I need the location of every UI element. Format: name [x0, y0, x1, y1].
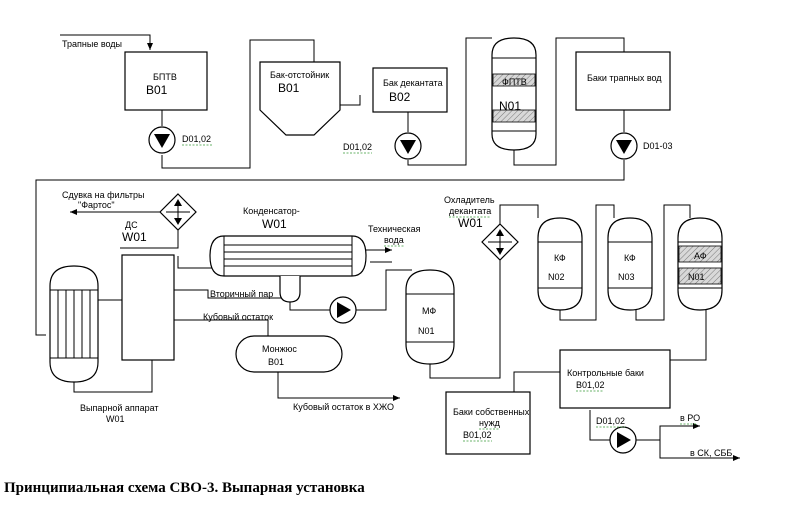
figure-caption: Принципиальная схема СВО-3. Выпарная уст… — [4, 480, 365, 496]
ohlad-2-label: декантата — [449, 206, 491, 216]
pump4-code-label: D01,02 — [596, 416, 625, 426]
tech-water-1-label: Техническая — [368, 224, 421, 234]
sduvka-line1-label: Сдувка на фильтры — [62, 190, 144, 200]
sobst-1-label: Баки собственных — [453, 407, 530, 417]
ohlad-3-label: W01 — [458, 216, 483, 230]
bptv-code-label: В01 — [146, 83, 168, 97]
vyp-app-1-label: Выпарной аппарат — [80, 403, 159, 413]
settling-tank: Бак-отстойник В01 — [259, 61, 341, 136]
control-tanks: Контрольные баки В01,02 — [559, 349, 671, 409]
to-sk-label: в СК, СББ — [690, 448, 732, 458]
kf2-code-label: N03 — [618, 272, 635, 282]
kontrol-1-label: Контрольные баки — [567, 368, 644, 378]
tech-water-2-label: вода — [384, 235, 404, 245]
pump3-code-label: D01-03 — [643, 141, 673, 151]
filter-fptv: ФПТВ N01 — [491, 37, 537, 151]
heat-exchanger-ds-icon — [159, 193, 197, 231]
pump-control-icon: D01,02 — [596, 416, 637, 454]
kontrol-2-label: В01,02 — [576, 380, 605, 390]
filter-af-n01: АФ N01 — [677, 217, 723, 311]
bptv-name-label: БПТВ — [153, 72, 177, 82]
kub-ost-label: Кубовый остаток — [203, 312, 273, 322]
sobst-2-label: нужд — [479, 418, 501, 428]
pump-condensate-icon — [329, 296, 357, 324]
filter-kf-n02: КФ N02 — [537, 217, 583, 311]
bak-dek-code-label: В02 — [389, 90, 411, 104]
filter-kf-n03: КФ N03 — [607, 217, 653, 311]
kond-code-label: W01 — [262, 217, 287, 231]
tank-bptv: БПТВ В01 — [124, 51, 208, 111]
vyp-app-2-label: W01 — [106, 414, 125, 424]
mf-name-label: МФ — [422, 306, 436, 316]
cooler-decantate-icon — [481, 223, 519, 261]
bak-dek-name-label: Бак декантата — [383, 78, 443, 88]
af-name-label: АФ — [694, 251, 707, 261]
vtor-par-label: Вторичный пар — [210, 289, 273, 299]
af-code-label: N01 — [688, 272, 705, 282]
pump-d01-03-icon: D01-03 — [610, 132, 673, 160]
trap-water-in-label: Трапные воды — [62, 39, 122, 49]
filter-mf: МФ N01 — [405, 269, 455, 365]
sduvka-line2-label: "Фартос" — [78, 200, 115, 210]
evaporator-heater — [49, 265, 99, 383]
pump1-code-label: D01,02 — [182, 134, 211, 144]
own-needs-tanks: Баки собственных нужд В01,02 — [445, 391, 531, 455]
kf1-code-label: N02 — [548, 272, 565, 282]
ds-code-label: W01 — [122, 230, 147, 244]
baki-trap-name-label: Баки трапных вод — [587, 73, 662, 83]
kub-ost-zho-label: Кубовый остаток в ХЖО — [293, 402, 394, 412]
bak-otstoy-code-label: В01 — [278, 81, 300, 95]
evaporator-separator — [121, 254, 175, 361]
monjus-name-label: Монжюс — [262, 344, 297, 354]
bak-otstoy-name-label: Бак-отстойник — [270, 70, 329, 80]
fptv-name-label: ФПТВ — [502, 77, 527, 87]
kf1-name-label: КФ — [554, 253, 566, 263]
decantate-tank: Бак декантата В02 — [372, 67, 448, 113]
sobst-3-label: В01,02 — [463, 430, 492, 440]
ds-name-label: ДС — [125, 220, 138, 230]
pump-decantate-icon — [394, 132, 422, 160]
condenser — [209, 235, 367, 303]
kf2-name-label: КФ — [624, 253, 636, 263]
montejus-tank: Монжюс В01 — [235, 335, 343, 373]
pump-d01-02-icon: D01,02 — [148, 126, 212, 154]
kond-name-label: Конденсатор- — [243, 206, 300, 216]
monjus-code-label: В01 — [268, 357, 284, 367]
pump-dek-code-label: D01,02 — [343, 142, 372, 152]
trap-water-tanks: Баки трапных вод — [575, 51, 671, 111]
mf-code-label: N01 — [418, 326, 435, 336]
fptv-code-label: N01 — [499, 99, 521, 113]
to-ro-label: в РО — [680, 413, 700, 423]
ohlad-1-label: Охладитель — [444, 195, 495, 205]
pipelines — [35, 34, 740, 461]
